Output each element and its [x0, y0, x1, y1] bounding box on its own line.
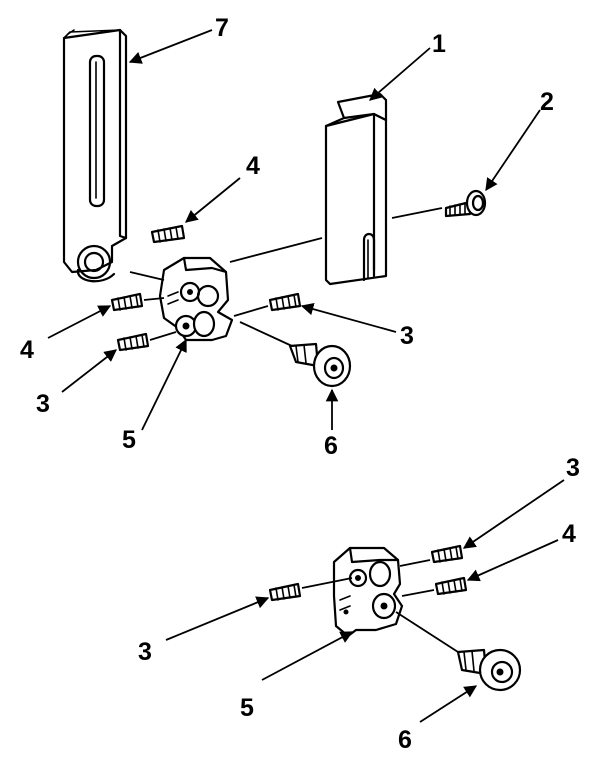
- part-3-spring-left: [116, 332, 150, 352]
- callout-4-lower: 4: [562, 520, 576, 548]
- callout-3-left: 3: [36, 390, 50, 418]
- callout-4-top: 4: [246, 152, 260, 180]
- callout-5: 5: [122, 426, 136, 454]
- part-3-spring-lower-right: [430, 544, 464, 564]
- callout-2: 2: [540, 88, 554, 116]
- callout-4-left: 4: [20, 336, 34, 364]
- callout-3-lower-left: 3: [138, 638, 152, 666]
- part-7-slotted-plate: [62, 28, 128, 283]
- part-5-hinge-body-lower: [332, 546, 404, 638]
- callout-6-lower: 6: [398, 726, 412, 754]
- part-4-spring-left: [110, 292, 144, 312]
- part-4-spring-top: [150, 224, 186, 244]
- part-6-pin-lower: [456, 648, 522, 692]
- part-5-hinge-body: [158, 256, 234, 342]
- part-6-pin: [288, 342, 352, 388]
- part-3-spring-lower-left: [268, 582, 302, 602]
- part-2-screw: [444, 189, 487, 218]
- callout-6: 6: [324, 432, 338, 460]
- part-4-spring-lower: [434, 576, 468, 596]
- callout-7: 7: [215, 14, 229, 42]
- part-1-angle-bracket: [324, 92, 388, 286]
- callout-5-lower: 5: [240, 694, 254, 722]
- part-3-spring-right: [268, 292, 302, 312]
- callout-1: 1: [432, 30, 446, 58]
- callout-3-lower-right: 3: [566, 454, 580, 482]
- callout-3-right: 3: [400, 322, 414, 350]
